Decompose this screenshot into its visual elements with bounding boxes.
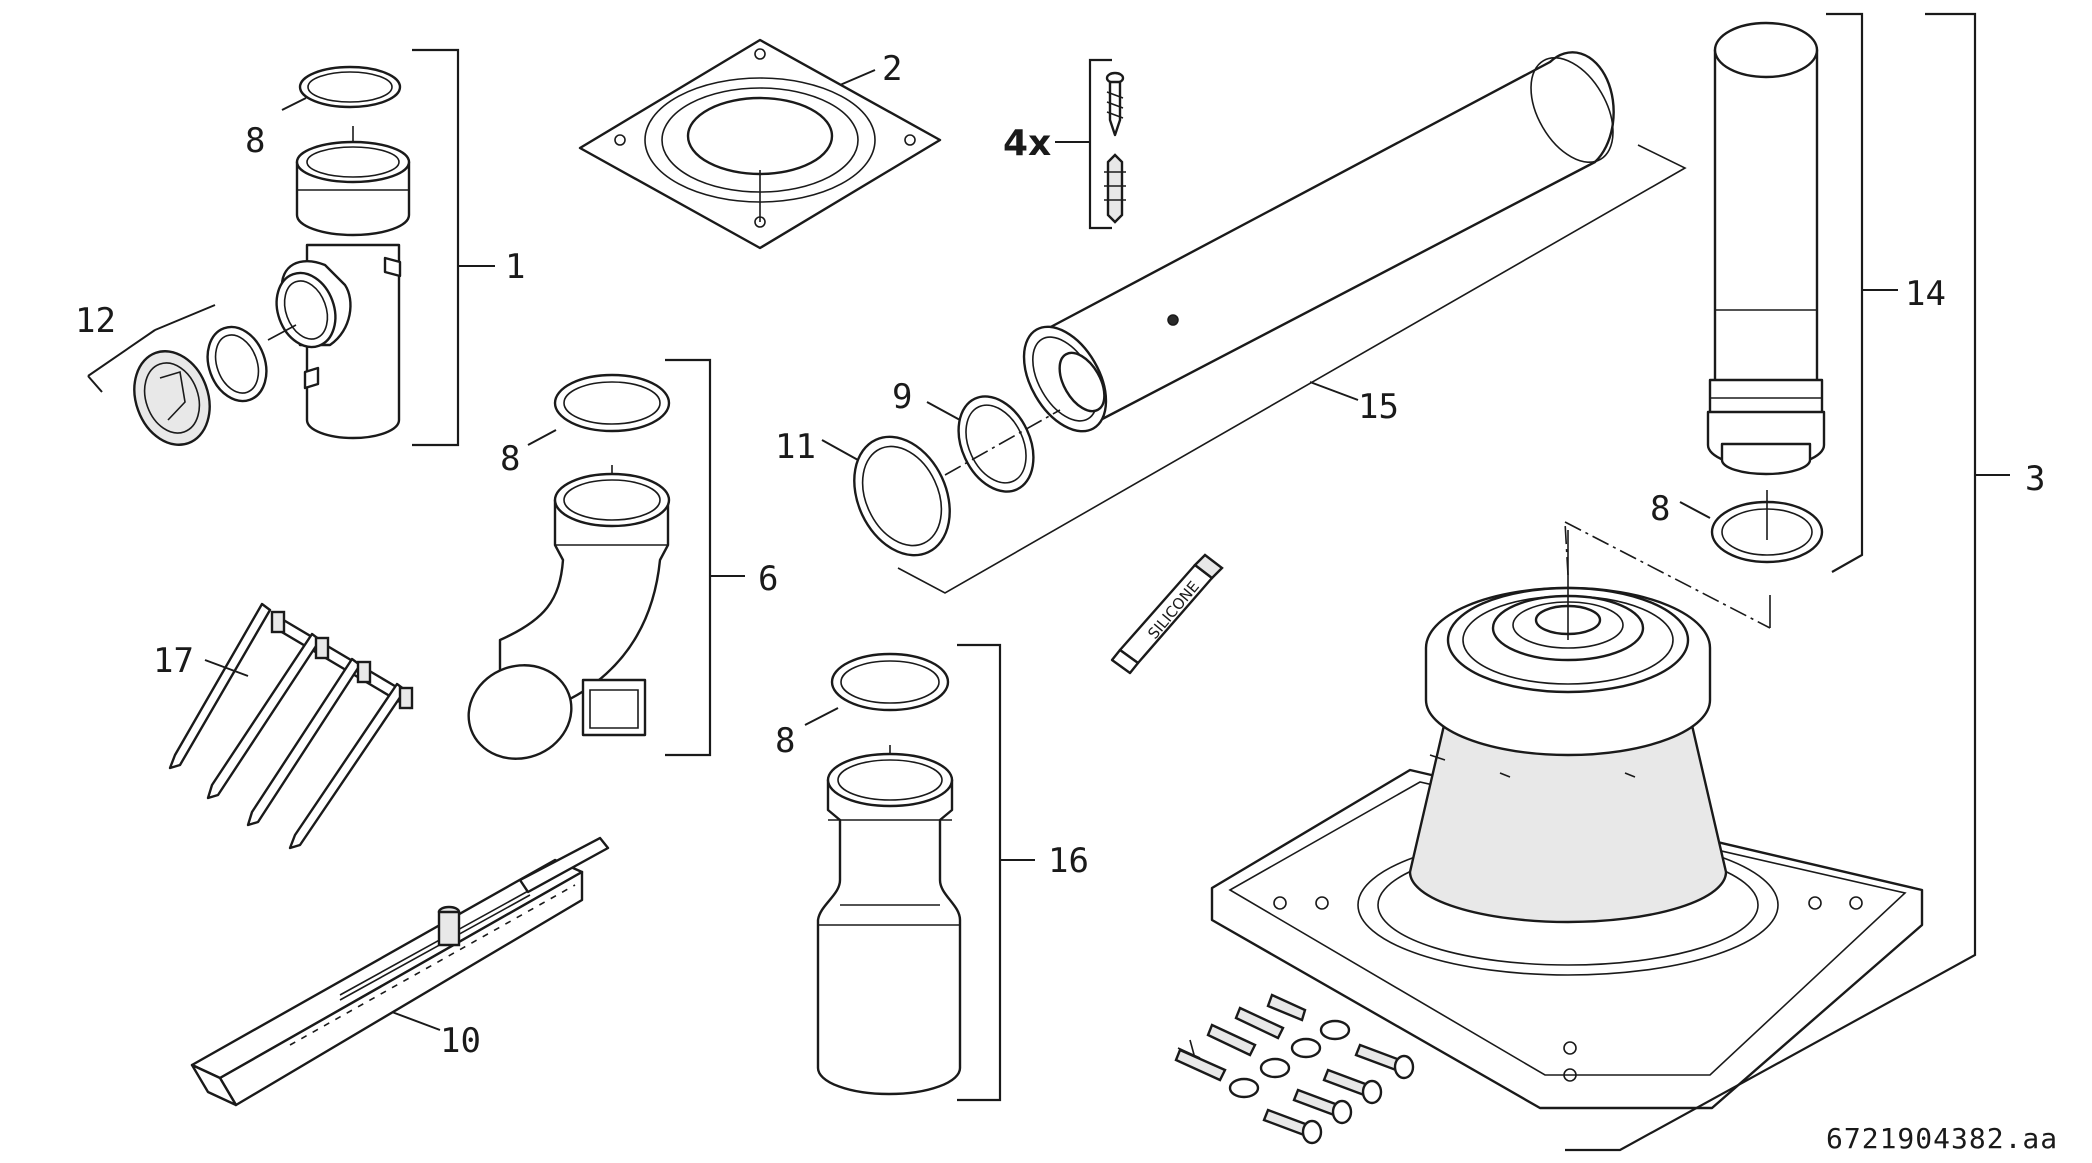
silicone-tube: SILICONE — [1110, 553, 1224, 675]
part-10-support-rail — [190, 836, 610, 1107]
callout-8-pipe: 8 — [1650, 489, 1670, 529]
quantity-label: 4x — [1003, 123, 1051, 164]
screws-and-plugs-4x — [1055, 58, 1126, 230]
callout-12: 12 — [75, 301, 116, 341]
seal-ring-8-elbow — [553, 373, 671, 433]
seal-ring-12 — [206, 325, 268, 403]
callout-6: 6 — [758, 559, 778, 599]
inspection-cap — [133, 350, 211, 446]
callout-14: 14 — [1905, 274, 1946, 314]
part-14-vertical-pipe — [1706, 21, 1826, 476]
fixing-kit — [1174, 993, 1415, 1145]
callout-3: 3 — [2025, 459, 2045, 499]
seal-ring-8-top — [298, 65, 402, 109]
callout-11: 11 — [775, 427, 816, 467]
seal-ring-8-adapter — [830, 652, 950, 712]
part-16-adapter — [816, 652, 962, 1096]
document-id: 6721904382.aa — [1826, 1122, 2058, 1155]
part-1-inspection-tee — [133, 65, 411, 446]
callout-10: 10 — [440, 1021, 481, 1061]
silicone-label: SILICONE — [1144, 578, 1203, 643]
part-2-flat-roof-plate — [578, 38, 942, 250]
callout-1: 1 — [505, 247, 525, 287]
callout-8-elbow: 8 — [500, 439, 520, 479]
seal-ring-11 — [853, 435, 951, 557]
callout-8-tee: 8 — [245, 121, 265, 161]
callout-2: 2 — [882, 49, 902, 89]
part-6-elbow — [467, 373, 671, 760]
part-15-concentric-pipe — [1022, 51, 1615, 433]
callout-15: 15 — [1358, 387, 1399, 427]
callout-8-adapter: 8 — [775, 721, 795, 761]
callout-16: 16 — [1048, 841, 1089, 881]
seal-ring-9 — [957, 395, 1035, 493]
callout-9: 9 — [892, 377, 912, 417]
callout-17: 17 — [153, 641, 194, 681]
part-17-cable-ties — [168, 602, 414, 850]
part-3-roof-terminal — [1210, 586, 1924, 1110]
